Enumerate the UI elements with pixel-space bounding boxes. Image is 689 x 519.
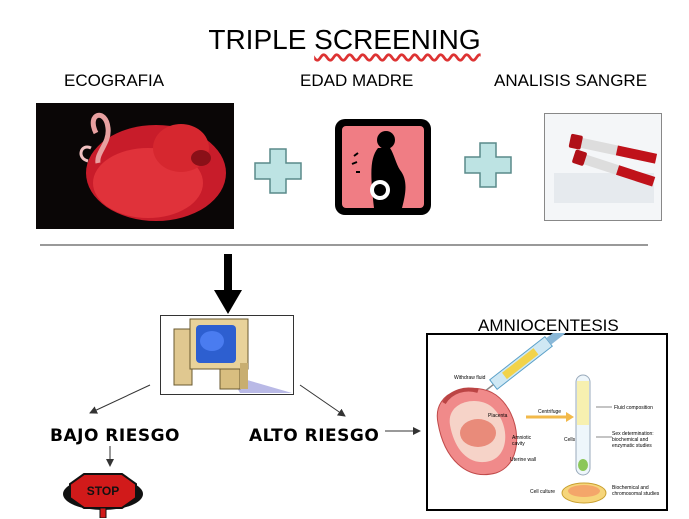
- down-arrow-icon: [214, 254, 242, 314]
- amnio-label-sex-3: enzymatic studies: [612, 443, 652, 449]
- amnio-label-uterine: Uterine wall: [510, 457, 536, 463]
- plus-icon-1: [254, 148, 302, 194]
- title-part-screening: SCREENING: [314, 24, 481, 55]
- label-edad-madre: EDAD MADRE: [300, 71, 414, 90]
- stop-sign-icon: STOP: [63, 473, 143, 518]
- blood-tubes-image: [544, 113, 662, 221]
- amniocentesis-diagram: Withdraw fluid Placenta Amniotic cavity …: [426, 333, 668, 511]
- label-ecografia: ECOGRAFIA: [64, 71, 165, 90]
- label-analisis-sangre: ANALISIS SANGRE: [494, 71, 648, 90]
- amnio-label-sex-2: biochemical and: [612, 437, 648, 443]
- amnio-label-placenta: Placenta: [488, 413, 508, 419]
- pregnant-woman-icon: [335, 119, 431, 215]
- amnio-label-amniotic-1: Amniotic: [512, 435, 532, 441]
- title-part-triple: TRIPLE: [208, 24, 315, 55]
- fetus-image: [36, 103, 234, 229]
- amnio-label-culture: Cell culture: [530, 489, 555, 495]
- amnio-label-bio-2: chromosomal studies: [612, 491, 660, 497]
- amnio-label-centrifuge: Centrifuge: [538, 409, 561, 415]
- stop-sign-text: STOP: [87, 484, 119, 498]
- amnio-label-amniotic-2: cavity: [512, 441, 525, 447]
- diagram-title: TRIPLE SCREENING: [0, 24, 689, 56]
- amnio-label-sex-1: Sex determination:: [612, 431, 654, 437]
- amnio-label-fluid: Fluid composition: [614, 405, 653, 411]
- label-bajo-riesgo: BAJO RIESGO: [50, 426, 180, 446]
- label-alto-riesgo: ALTO RIESGO: [249, 426, 380, 446]
- amnio-label-bio-1: Biochemical and: [612, 485, 649, 491]
- amnio-label-withdraw: Withdraw fluid: [454, 375, 486, 381]
- label-amniocentesis: AMNIOCENTESIS: [478, 316, 619, 335]
- amnio-label-cells: Cells: [564, 437, 576, 443]
- computer-image: [160, 315, 294, 395]
- divider: [40, 244, 648, 246]
- plus-icon-2: [464, 142, 512, 188]
